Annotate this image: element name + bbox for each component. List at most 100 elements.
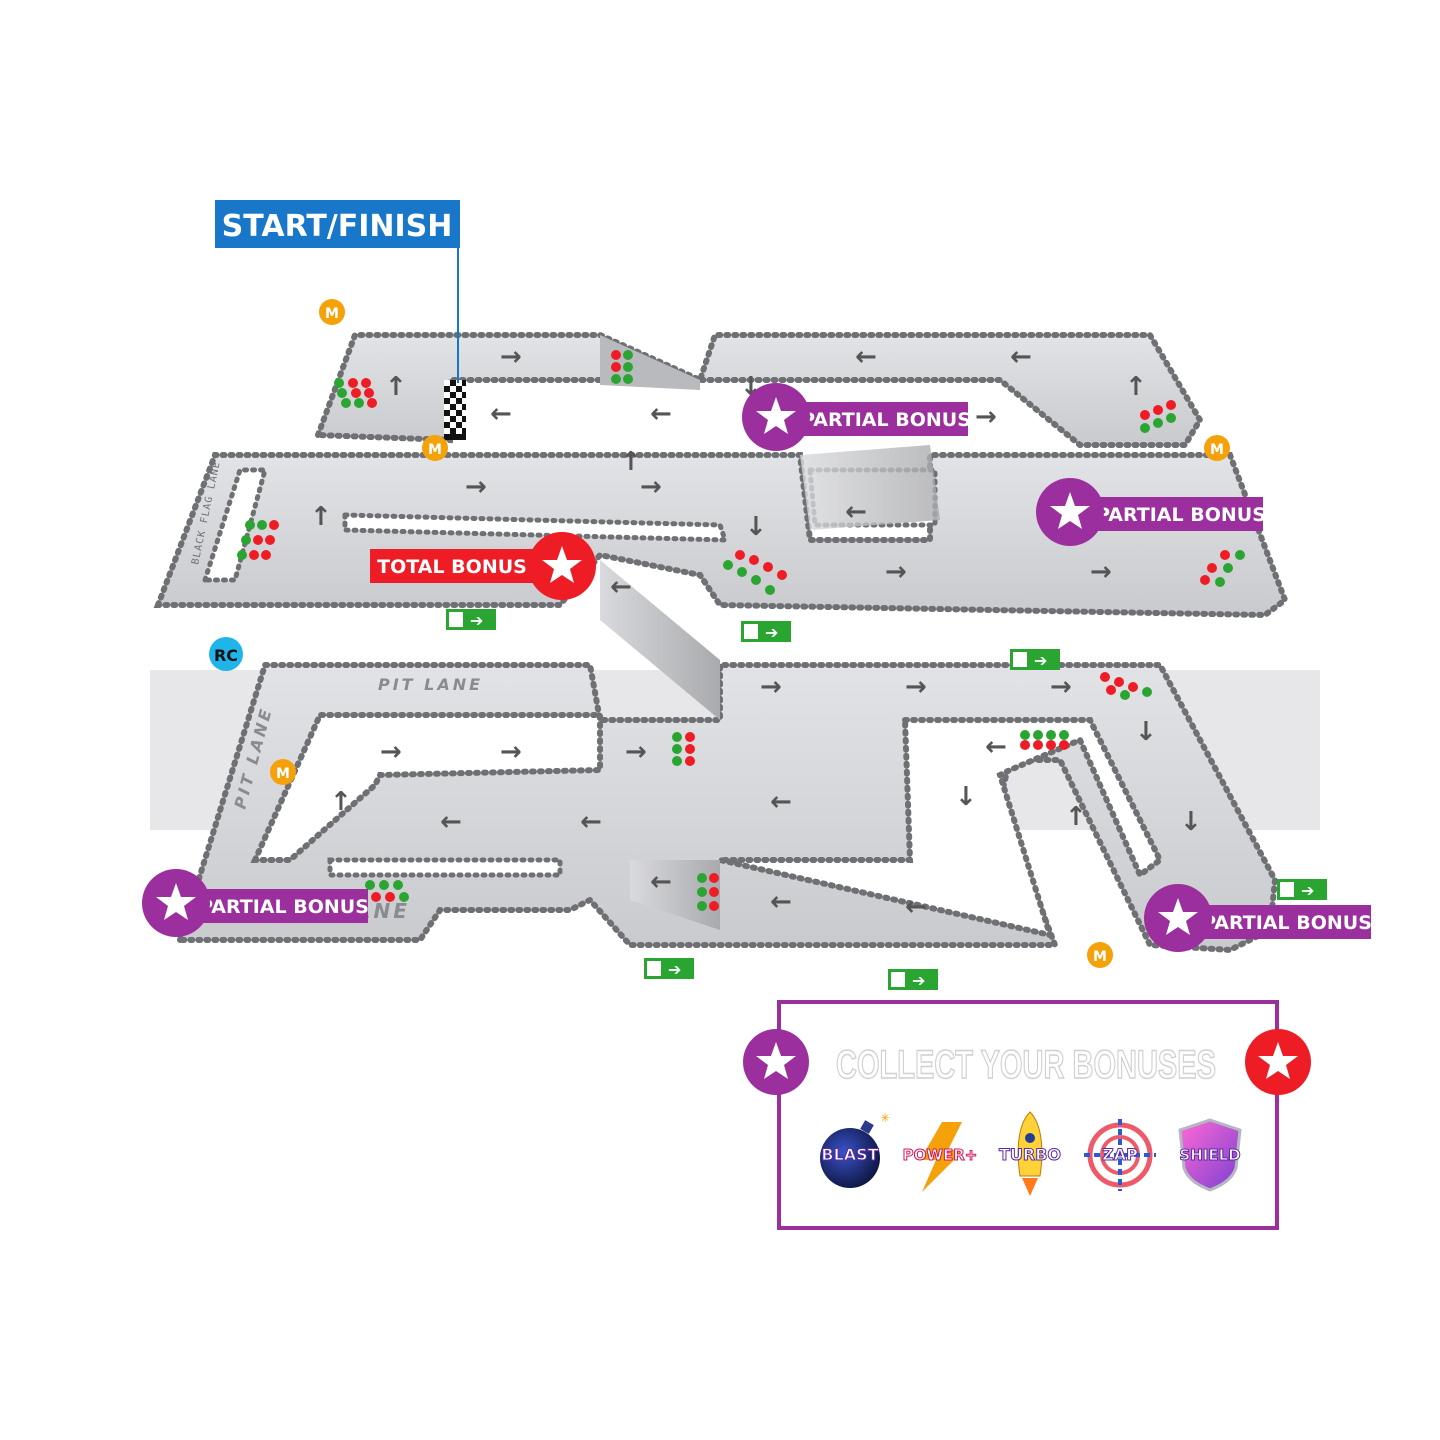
light-grid-8 [1100,672,1152,700]
svg-text:→: → [625,737,647,767]
start-finish-marker: START/FINISH [215,200,460,383]
svg-text:←: ← [770,887,792,917]
start-finish-banner [215,200,460,248]
star-icon [756,397,796,434]
partial-bonus-marker-3: PARTIAL BONUS [142,869,369,937]
star-icon [156,883,196,920]
marshal-post-3: M [1204,435,1230,461]
exit-icon: ➔ [1301,881,1314,900]
svg-text:←: ← [985,732,1007,762]
svg-text:←: ← [855,342,877,372]
target-icon [1084,1119,1156,1191]
exit-sign-5: ➔ [644,958,694,979]
shield-icon [1178,1118,1242,1192]
svg-text:→: → [885,557,907,587]
partial-bonus-marker-1: PARTIAL BONUS [742,383,971,451]
marshal-label: M [1210,442,1224,458]
svg-text:→: → [500,737,522,767]
svg-text:←: ← [905,892,927,922]
svg-text:→: → [380,737,402,767]
svg-text:↑: ↑ [620,447,642,477]
marshal-label: M [276,766,290,782]
exit-sign-6: ➔ [888,969,938,990]
svg-text:↑: ↑ [310,502,332,532]
powerup-blast: ✳ BLAST [820,1111,890,1188]
exit-icon: ➔ [912,971,925,990]
svg-text:→: → [760,672,782,702]
powerup-shield: SHIELD [1178,1118,1242,1192]
marshal-label: M [428,442,442,458]
svg-text:↑: ↑ [1125,372,1147,402]
svg-text:→: → [1050,672,1072,702]
bonus-legend-panel: COLLECT YOUR BONUSES ✳ BLAST POWER+ TURB… [743,1000,1311,1230]
exit-sign-1: ➔ [446,609,496,630]
svg-text:→: → [905,672,927,702]
svg-text:↓: ↓ [955,782,977,812]
star-icon [1050,492,1090,529]
partial-bonus-marker-2: PARTIAL BONUS [1036,478,1266,546]
exit-signs: ➔ ➔ ➔ ➔ ➔ ➔ [446,609,1327,990]
powerup-zap: ZAP [1084,1119,1156,1191]
light-grid-11 [365,880,409,902]
grid-lights [237,350,1245,911]
upper-level: →←← ↑↓ ←←↑ → ↑→→ ↑↓ →→ ←← BLACK FLAG LAN… [153,332,1289,619]
powerup-label: ZAP [1102,1145,1138,1164]
powerup-label: SHIELD [1179,1146,1240,1164]
svg-text:↑: ↑ [385,372,407,402]
powerup-label: BLAST [821,1145,878,1164]
svg-text:→: → [640,472,662,502]
svg-text:↓: ↓ [1180,807,1202,837]
light-grid-1 [334,378,377,408]
total-bonus-marker: TOTAL BONUS [370,532,596,600]
checkered-flag-line [444,380,466,440]
rocket-icon [1017,1111,1043,1177]
pit-lane-label: PIT LANE [378,675,483,694]
marshal-label: M [325,306,339,322]
svg-text:←: ← [1010,342,1032,372]
powerup-turbo: TURBO [998,1111,1062,1196]
marshal-post-2: M [422,435,448,461]
exit-icon: ➔ [765,623,778,642]
light-grid-9 [1020,730,1069,750]
powerup-label: TURBO [999,1145,1061,1164]
light-grid-5 [723,550,787,595]
powerup-label: POWER+ [903,1146,978,1164]
light-grid-4 [237,520,279,560]
exit-sign-3: ➔ [1010,649,1060,670]
svg-text:↓: ↓ [745,512,767,542]
svg-text:↑: ↑ [1065,802,1087,832]
exit-icon: ➔ [1034,651,1047,670]
star-icon [756,1042,796,1079]
partial-bonus-label-2: PARTIAL BONUS [1096,504,1266,526]
exit-icon: ➔ [470,611,483,630]
exit-sign-2: ➔ [741,621,791,642]
panel-title: COLLECT YOUR BONUSES [836,1043,1216,1087]
svg-text:↓: ↓ [1135,717,1157,747]
svg-text:→: → [975,402,997,432]
svg-text:✳: ✳ [880,1111,890,1125]
light-grid-7 [672,732,695,766]
total-bonus-label: TOTAL BONUS [377,556,527,578]
star-icon [542,546,582,583]
marshal-posts: M M M M M [270,299,1230,968]
exit-sign-4: ➔ [1277,879,1327,900]
svg-text:→: → [465,472,487,502]
svg-text:←: ← [650,867,672,897]
star-icon [1258,1042,1298,1079]
light-grid-2 [611,350,633,384]
svg-text:←: ← [580,807,602,837]
marshal-post-4: M [270,759,296,785]
light-grid-10 [697,873,719,911]
svg-text:→: → [500,342,522,372]
race-control-label: RC [214,646,238,665]
svg-text:→: → [1090,557,1112,587]
partial-bonus-label-4: PARTIAL BONUS [1202,912,1372,934]
svg-text:←: ← [845,497,867,527]
light-grid-6 [1200,550,1245,587]
race-control-marker: RC [209,637,243,671]
svg-text:↑: ↑ [330,787,352,817]
powerup-power: POWER+ [902,1122,978,1192]
marshal-post-5: M [1087,942,1113,968]
bomb-icon [820,1128,880,1188]
